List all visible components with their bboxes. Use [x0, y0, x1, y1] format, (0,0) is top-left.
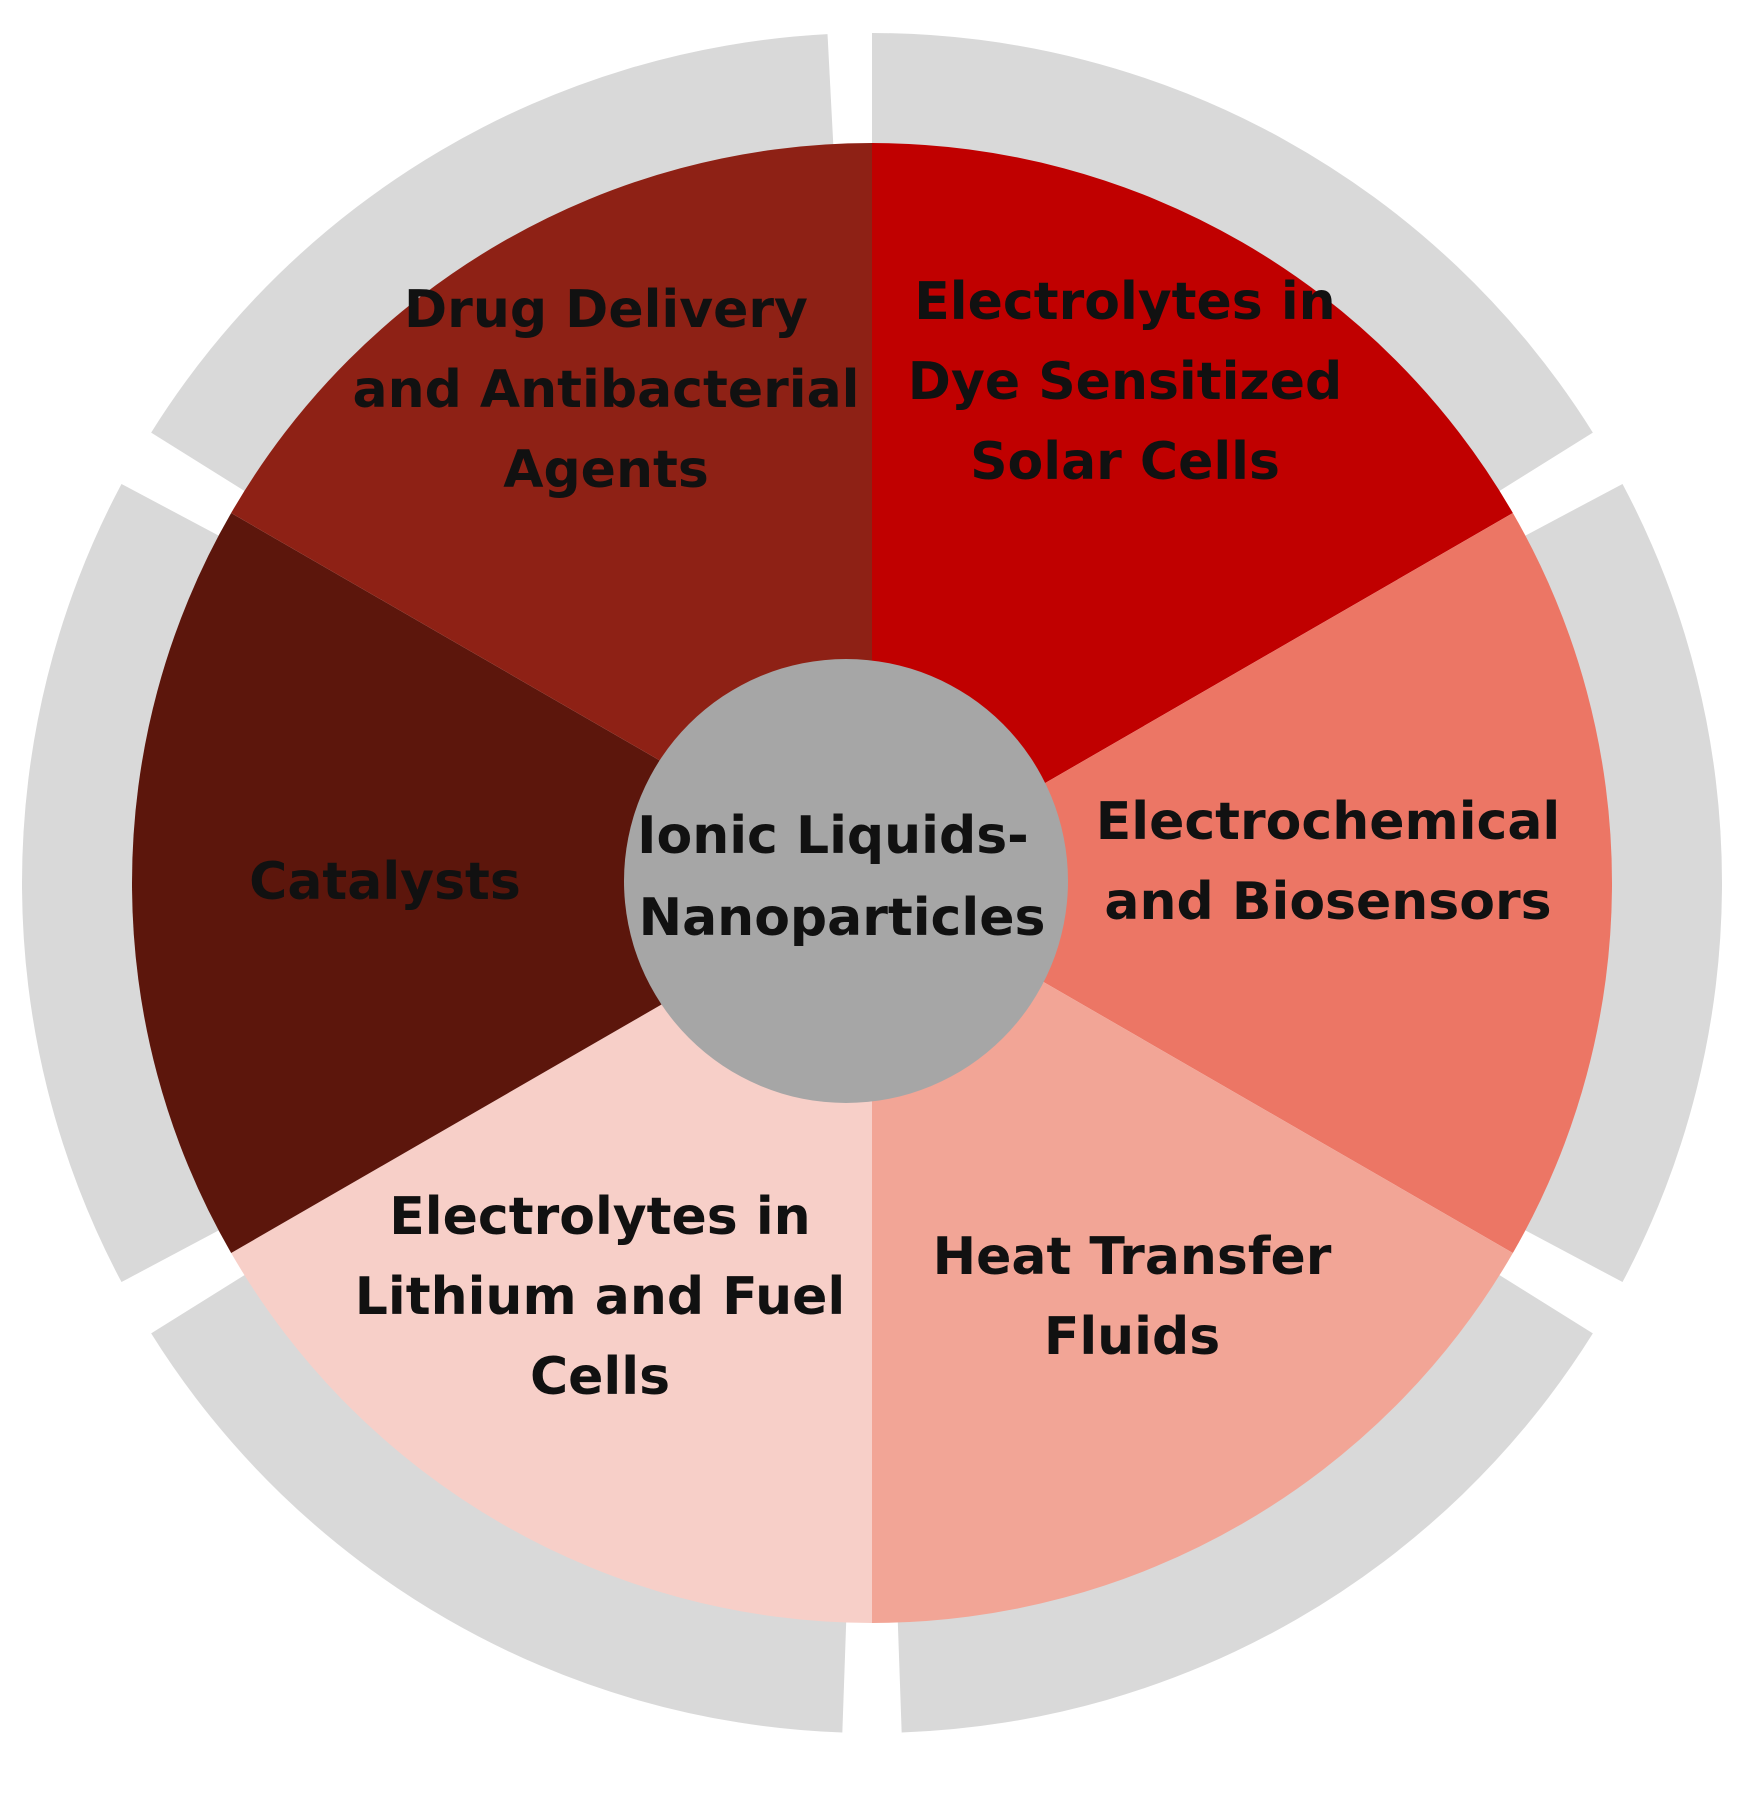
segment-sensors [872, 513, 1612, 1253]
segment-label-catalysts: Catalysts [249, 852, 521, 912]
segment-label-line: Agents [503, 440, 709, 500]
center-circle [624, 659, 1068, 1103]
segment-label-line: Fluids [1044, 1307, 1220, 1367]
segment-label-line: Cells [530, 1347, 670, 1407]
segment-label-line: Lithium and Fuel [355, 1267, 845, 1327]
center-label-line: Ionic Liquids- [637, 806, 1029, 866]
segment-label-line: Drug Delivery [404, 280, 808, 340]
segment-drug [231, 143, 872, 883]
segment-label-line: and Antibacterial [352, 360, 859, 420]
segment-label-line: Heat Transfer [933, 1227, 1332, 1287]
center-label: Ionic Liquids- Nanoparticles [637, 792, 1047, 948]
segment-label-line: Solar Cells [970, 432, 1280, 492]
segment-label-line: Electrolytes in [389, 1187, 810, 1247]
center-hub: Ionic Liquids- Nanoparticles [624, 659, 1068, 1103]
segment-group [131, 143, 1612, 1623]
segment-dssc [872, 143, 1513, 883]
segment-label-line: Dye Sensitized [908, 352, 1342, 412]
segment-lithium [231, 883, 872, 1623]
segment-label-line: Electrolytes in [914, 272, 1335, 332]
segment-heat [872, 883, 1513, 1623]
segment-label-line: Catalysts [249, 852, 521, 912]
segment-label-sensors: Electrochemical and Biosensors [1096, 792, 1561, 932]
center-label-line: Nanoparticles [639, 888, 1046, 948]
segment-label-line: and Biosensors [1104, 872, 1551, 932]
segment-label-line: Electrochemical [1096, 792, 1561, 852]
segment-catalysts [131, 513, 872, 1253]
